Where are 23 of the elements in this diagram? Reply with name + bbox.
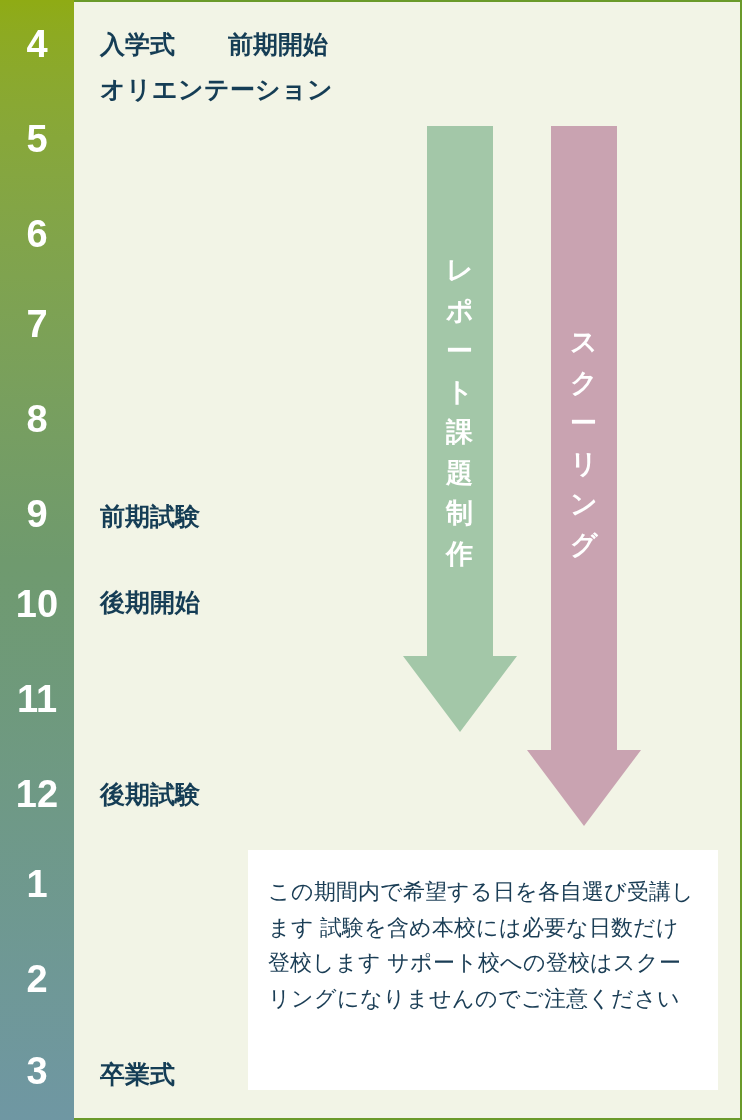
event-label: 卒業式	[100, 1062, 175, 1087]
month-number: 9	[25, 495, 49, 533]
month-number: 1	[25, 865, 49, 903]
event-label: 後期試験	[100, 782, 200, 807]
event-label: 入学式	[100, 32, 175, 57]
month-number: 4	[25, 25, 49, 63]
arrow-label: レポート課題制作	[446, 254, 473, 571]
month-number: 2	[25, 960, 49, 998]
note-box	[248, 850, 718, 1090]
event-label: 後期開始	[100, 590, 200, 615]
note-text: この期間内で希望する日を各自選び受講します 試験を含め本校には必要な日数だけ登校します サポート校への登校はスクーリングになりませんのでご注意ください	[268, 878, 695, 1013]
month-number: 12	[14, 775, 60, 813]
month-number: 3	[25, 1052, 49, 1090]
month-number: 8	[25, 400, 49, 438]
month-number: 6	[25, 215, 49, 253]
event-label: 前期試験	[100, 504, 200, 529]
event-label: オリエンテーション	[100, 77, 333, 102]
event-label: 前期開始	[228, 32, 328, 57]
month-number: 10	[14, 585, 60, 623]
month-number: 7	[25, 305, 49, 343]
month-number: 11	[15, 680, 59, 718]
arrow-label: スクーリング	[570, 326, 597, 562]
month-number: 5	[25, 120, 49, 158]
